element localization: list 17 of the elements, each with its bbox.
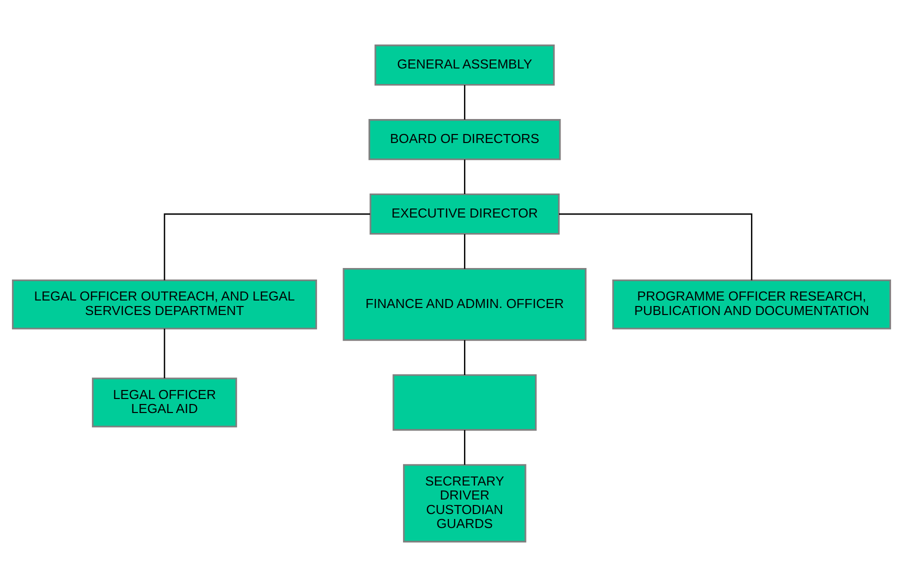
node-box: PROGRAMME OFFICER RESEARCH, PUBLICATION AND DOCUMENTATION: [612, 279, 892, 329]
node-box: GENERAL ASSEMBLY: [374, 44, 555, 86]
connector: [559, 212, 752, 280]
node-box: EXECUTIVE DIRECTOR: [370, 193, 560, 234]
node-box: FINANCE AND ADMIN. OFFICER: [342, 268, 587, 340]
connector: [464, 234, 466, 268]
connector: [164, 328, 166, 378]
connector: [464, 159, 466, 194]
connector: [164, 212, 370, 280]
node-box: LEGAL OFFICER LEGAL AID: [92, 377, 238, 427]
node-box: [392, 374, 537, 430]
connector: [464, 84, 466, 120]
node-box: SECRETARY DRIVER CUSTODIAN GUARDS: [403, 464, 526, 542]
node-box: BOARD OF DIRECTORS: [368, 118, 561, 160]
connector: [464, 430, 466, 464]
connector: [464, 340, 466, 374]
node-box: LEGAL OFFICER OUTREACH, AND LEGAL SERVICES DEPARTMENT: [12, 279, 318, 329]
